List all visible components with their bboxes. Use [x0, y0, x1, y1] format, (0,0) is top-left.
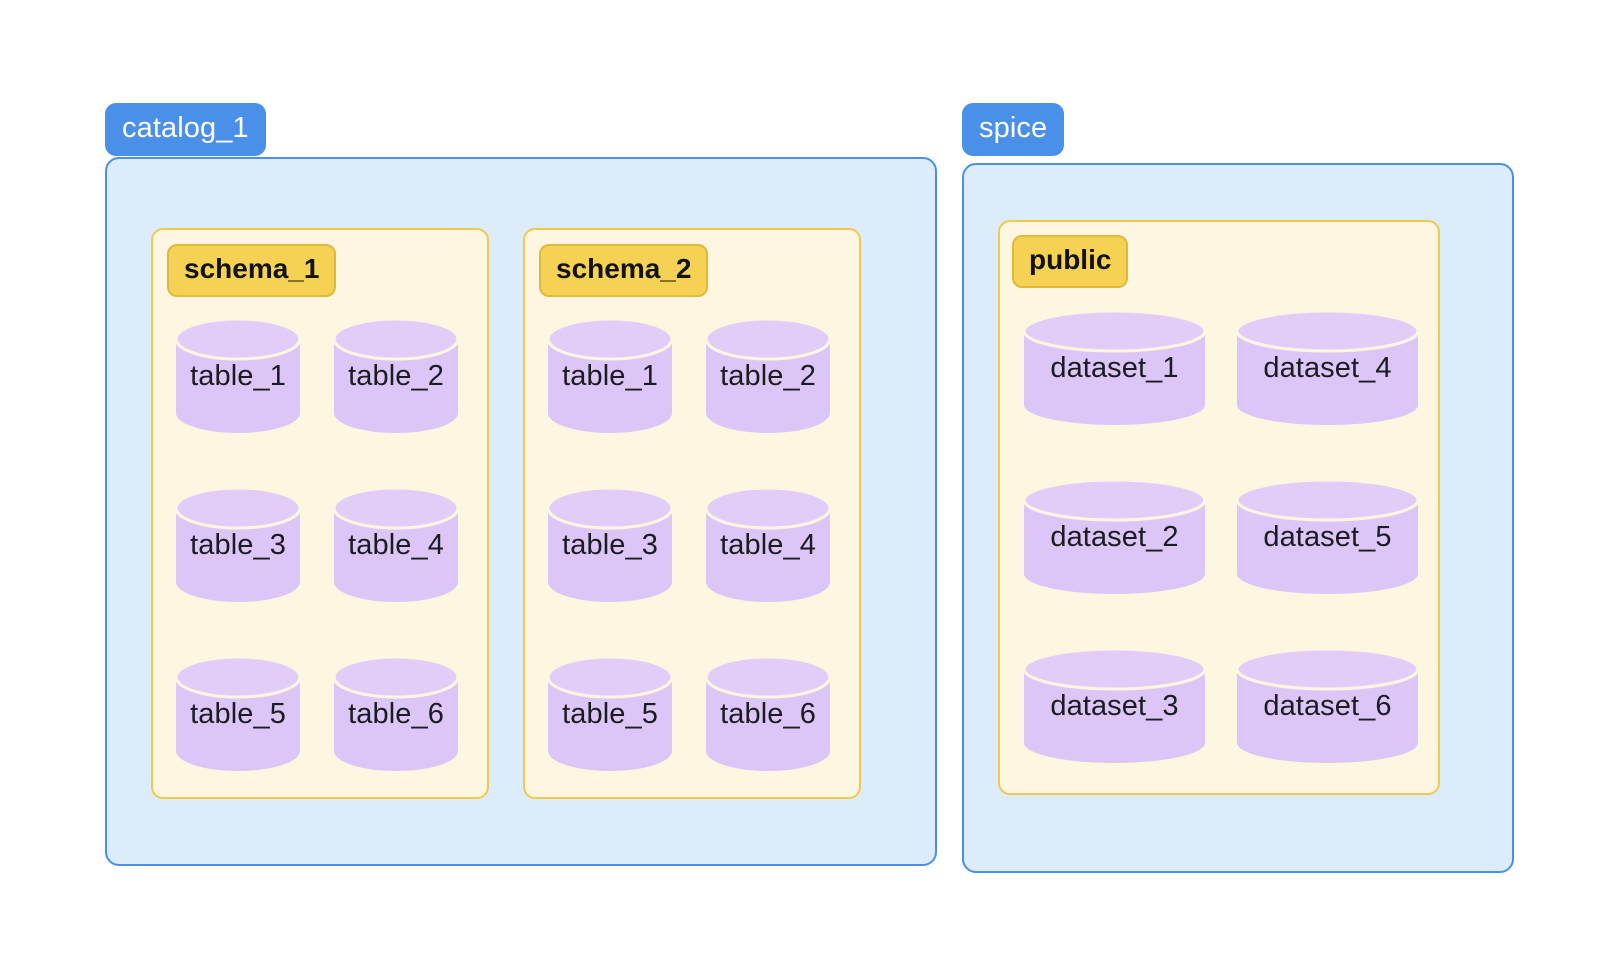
table-cylinder-label: table_5 [562, 697, 658, 730]
table-cylinder-label: table_5 [190, 697, 286, 730]
table-cylinder-label: table_3 [562, 528, 658, 561]
schema-panel-1[interactable]: schema_1 table_1 ta [151, 228, 489, 799]
table-cylinder[interactable]: table_4 [332, 486, 460, 604]
table-cylinder-label: table_1 [190, 359, 286, 392]
table-cylinder[interactable]: table_1 [174, 317, 302, 435]
spice-group: spice public dataset_1 [962, 103, 1514, 873]
schema-panel-1-badge[interactable]: schema_1 [167, 244, 337, 297]
dataset-cylinder[interactable]: dataset_4 [1235, 309, 1420, 427]
dataset-cylinder-label: dataset_3 [1050, 689, 1179, 722]
public-object-grid: dataset_1 dataset_4 [1022, 309, 1420, 769]
dataset-cylinder[interactable]: dataset_3 [1022, 647, 1207, 765]
catalog-group-body: schema_1 table_1 ta [105, 157, 937, 866]
table-cylinder[interactable]: table_4 [704, 486, 832, 604]
table-cylinder[interactable]: table_6 [704, 655, 832, 773]
dataset-cylinder-label: dataset_5 [1263, 520, 1392, 553]
table-cylinder-label: table_2 [348, 359, 444, 392]
dataset-cylinder[interactable]: dataset_1 [1022, 309, 1207, 427]
table-cylinder-label: table_4 [720, 528, 816, 561]
catalog-group: catalog_1 schema_1 table_1 [105, 103, 937, 866]
table-cylinder[interactable]: table_3 [546, 486, 674, 604]
dataset-cylinder[interactable]: dataset_6 [1235, 647, 1420, 765]
table-cylinder[interactable]: table_6 [332, 655, 460, 773]
schema-panel-public-badge[interactable]: public [1012, 235, 1129, 288]
dataset-cylinder-label: dataset_1 [1050, 351, 1179, 384]
schema-1-object-grid: table_1 table_2 ta [174, 317, 470, 777]
table-cylinder[interactable]: table_5 [174, 655, 302, 773]
spice-group-badge[interactable]: spice [962, 103, 1065, 156]
dataset-cylinder[interactable]: dataset_2 [1022, 478, 1207, 596]
schema-2-object-grid: table_1 table_2 ta [546, 317, 842, 777]
table-cylinder-label: table_3 [190, 528, 286, 561]
table-cylinder[interactable]: table_5 [546, 655, 674, 773]
schema-panel-2[interactable]: schema_2 table_1 ta [523, 228, 861, 799]
spice-group-body: public dataset_1 da [962, 163, 1514, 873]
dataset-cylinder-label: dataset_2 [1050, 520, 1179, 553]
table-cylinder-label: table_2 [720, 359, 816, 392]
table-cylinder[interactable]: table_2 [704, 317, 832, 435]
schema-panel-2-badge[interactable]: schema_2 [539, 244, 709, 297]
table-cylinder[interactable]: table_3 [174, 486, 302, 604]
catalog-group-badge[interactable]: catalog_1 [105, 103, 266, 156]
dataset-cylinder[interactable]: dataset_5 [1235, 478, 1420, 596]
dataset-cylinder-label: dataset_6 [1263, 689, 1392, 722]
table-cylinder[interactable]: table_1 [546, 317, 674, 435]
table-cylinder-label: table_6 [720, 697, 816, 730]
table-cylinder-label: table_6 [348, 697, 444, 730]
table-cylinder-label: table_1 [562, 359, 658, 392]
schema-panel-public[interactable]: public dataset_1 da [998, 220, 1440, 795]
table-cylinder[interactable]: table_2 [332, 317, 460, 435]
table-cylinder-label: table_4 [348, 528, 444, 561]
dataset-cylinder-label: dataset_4 [1263, 351, 1392, 384]
